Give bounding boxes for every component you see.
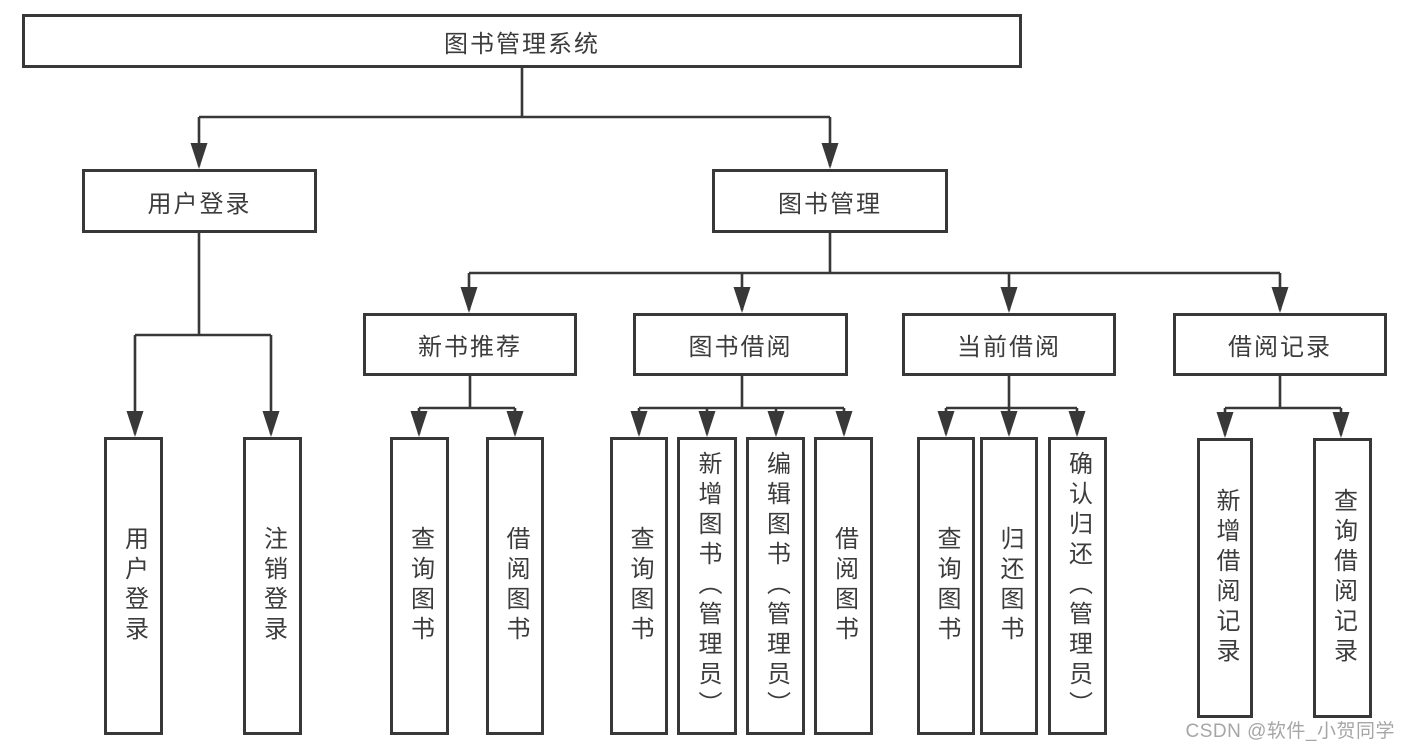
leaf-label: 借阅图书: [502, 526, 529, 646]
leaf-label: 新增图书（管理员）: [694, 451, 721, 721]
arrowhead-icons: [126, 143, 1350, 438]
leaf-logout: 注销登录: [243, 437, 302, 735]
node-book-borrowing: 图书借阅: [633, 313, 848, 376]
node-label: 图书借阅: [688, 334, 793, 361]
arrow-down-icon: [1332, 412, 1350, 438]
node-label: 当前借阅: [957, 334, 1061, 361]
node-library-management-system: 图书管理系统: [22, 14, 1022, 68]
leaf-label: 归还图书: [996, 526, 1023, 646]
arrow-down-icon: [1068, 411, 1086, 437]
leaf-query-books-recommend: 查询图书: [390, 437, 449, 735]
leaf-label: 查询图书: [933, 526, 960, 646]
leaf-query-books-borrowing: 查询图书: [610, 437, 668, 735]
leaf-borrow-books: 借阅图书: [814, 437, 873, 735]
leaf-label: 编辑图书（管理员）: [762, 451, 790, 721]
leaf-query-borrowing-record: 查询借阅记录: [1313, 438, 1372, 718]
node-label: 图书管理: [778, 190, 882, 218]
arrow-down-icon: [835, 411, 853, 437]
leaf-label: 查询借阅记录: [1329, 488, 1357, 668]
leaf-query-books-current: 查询图书: [917, 437, 975, 735]
leaf-label: 确认归还（管理员）: [1064, 451, 1092, 721]
arrow-down-icon: [126, 411, 144, 437]
watermark: CSDN @软件_小贺同学: [1185, 721, 1395, 742]
arrow-down-icon: [1216, 412, 1234, 438]
arrow-down-icon: [1000, 411, 1018, 437]
node-label: 新书推荐: [418, 334, 522, 361]
arrow-down-icon: [821, 143, 839, 169]
leaf-add-borrowing-record: 新增借阅记录: [1197, 438, 1253, 718]
arrow-down-icon: [1000, 287, 1018, 313]
connector-lines: [133, 68, 1343, 435]
leaf-borrow-books-recommend: 借阅图书: [486, 437, 544, 735]
arrow-down-icon: [630, 411, 648, 437]
arrow-down-icon: [767, 411, 785, 437]
leaf-user-login: 用户登录: [104, 437, 163, 735]
node-user-login: 用户登录: [82, 169, 317, 233]
node-new-book-recommendation: 新书推荐: [363, 313, 577, 376]
leaf-confirm-return-admin: 确认归还（管理员）: [1048, 437, 1107, 735]
leaf-label: 注销登录: [259, 526, 287, 646]
leaf-label: 用户登录: [120, 526, 148, 646]
node-borrowing-records: 借阅记录: [1173, 313, 1387, 376]
node-current-borrowing: 当前借阅: [902, 313, 1116, 376]
leaf-label: 查询图书: [406, 526, 434, 646]
arrow-down-icon: [698, 411, 716, 437]
arrow-down-icon: [410, 411, 428, 437]
arrow-down-icon: [262, 411, 280, 437]
arrow-down-icon: [460, 287, 478, 313]
arrow-down-icon: [937, 411, 955, 437]
leaf-return-books: 归还图书: [980, 437, 1038, 735]
leaf-label: 新增借阅记录: [1212, 488, 1239, 668]
node-book-management: 图书管理: [712, 169, 948, 233]
arrow-down-icon: [1271, 287, 1289, 313]
arrow-down-icon: [190, 143, 208, 169]
arrow-down-icon: [733, 287, 751, 313]
leaf-label: 借阅图书: [830, 526, 858, 646]
node-label: 借阅记录: [1228, 334, 1332, 361]
leaf-add-books-admin: 新增图书（管理员）: [677, 437, 737, 735]
arrow-down-icon: [506, 411, 524, 437]
node-label: 用户登录: [147, 190, 252, 218]
leaf-label: 查询图书: [626, 526, 653, 646]
node-label: 图书管理系统: [444, 30, 600, 58]
leaf-edit-books-admin: 编辑图书（管理员）: [746, 437, 805, 735]
